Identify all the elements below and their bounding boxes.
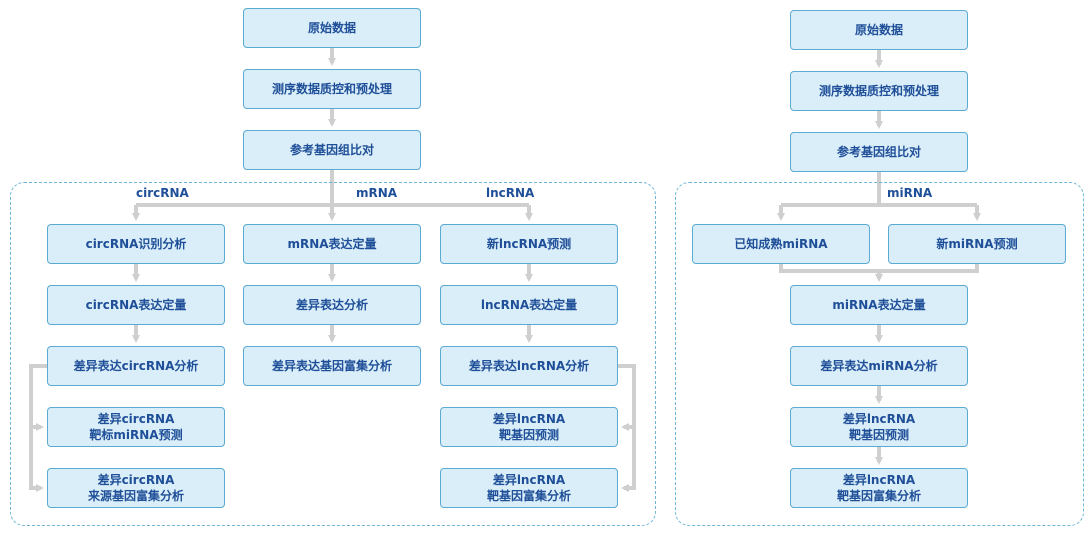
left-pipeline-region [10, 182, 656, 526]
mrna-differential-node: 差异表达分析 [243, 285, 421, 325]
mrna-gene-enrichment-node: 差异表达基因富集分析 [243, 346, 421, 386]
circrna-target-mirna-node: 差异circRNA 靶标miRNA预测 [47, 407, 225, 447]
lncrna-quantification-node: lncRNA表达定量 [440, 285, 618, 325]
circrna-branch-label: circRNA [134, 186, 191, 200]
known-mature-mirna-node: 已知成熟miRNA [692, 224, 870, 264]
circrna-differential-node: 差异表达circRNA分析 [47, 346, 225, 386]
mrna-quantification-node: mRNA表达定量 [243, 224, 421, 264]
right-lncrna-target-enrichment-node: 差异lncRNA 靶基因富集分析 [790, 468, 968, 508]
novel-mirna-prediction-node: 新miRNA预测 [888, 224, 1066, 264]
left-qc-preprocess-node: 测序数据质控和预处理 [243, 69, 421, 109]
mrna-branch-label: mRNA [354, 186, 400, 200]
circrna-identification-node: circRNA识别分析 [47, 224, 225, 264]
circrna-source-gene-enrichment-node: 差异circRNA 来源基因富集分析 [47, 468, 225, 508]
mirna-quantification-node: miRNA表达定量 [790, 285, 968, 325]
right-raw-data-node: 原始数据 [790, 10, 968, 50]
mirna-differential-node: 差异表达miRNA分析 [790, 346, 968, 386]
lncrna-prediction-node: 新lncRNA预测 [440, 224, 618, 264]
right-pipeline-region [675, 182, 1084, 526]
lncrna-branch-label: lncRNA [484, 186, 537, 200]
right-qc-preprocess-node: 测序数据质控和预处理 [790, 71, 968, 111]
lncrna-differential-node: 差异表达lncRNA分析 [440, 346, 618, 386]
left-raw-data-node: 原始数据 [243, 8, 421, 48]
left-genome-alignment-node: 参考基因组比对 [243, 130, 421, 170]
lncrna-target-gene-node: 差异lncRNA 靶基因预测 [440, 407, 618, 447]
lncrna-target-enrichment-node: 差异lncRNA 靶基因富集分析 [440, 468, 618, 508]
circrna-quantification-node: circRNA表达定量 [47, 285, 225, 325]
right-lncrna-target-gene-node: 差异lncRNA 靶基因预测 [790, 407, 968, 447]
mirna-branch-label: miRNA [885, 186, 935, 200]
right-genome-alignment-node: 参考基因组比对 [790, 132, 968, 172]
